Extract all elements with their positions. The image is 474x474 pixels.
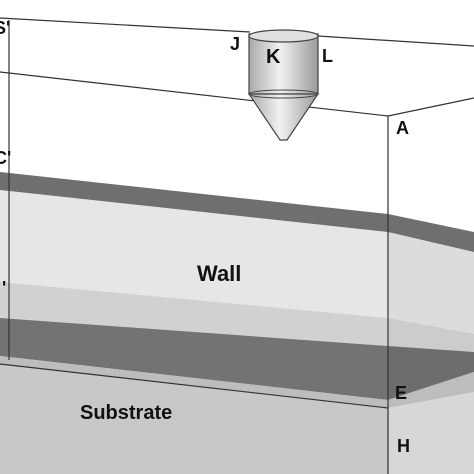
substrate-dark-band-side (388, 346, 474, 400)
nozzle-cylinder (248, 33, 319, 95)
substrate-dark-band (0, 318, 388, 400)
box-top-side-edge (387, 97, 474, 117)
point-j-label: J (230, 34, 240, 54)
substrate-side-face (388, 392, 474, 474)
nozzle-cone-ring (248, 89, 319, 99)
wall-lower-light-band-side (388, 318, 474, 352)
wall-lower-light-band (0, 282, 388, 346)
box-top-right-edge (317, 35, 474, 47)
substrate-label: Substrate (80, 402, 172, 424)
nozzle-top-ellipse (248, 29, 319, 43)
left-edge-low-label: ' (2, 278, 6, 298)
nozzle-cone (247, 93, 320, 141)
point-e-label: E (395, 383, 407, 403)
point-a-label: A (396, 118, 409, 138)
point-l-label: L (322, 46, 333, 66)
box-top-left-edge (0, 17, 251, 33)
point-k-label: K (266, 46, 281, 68)
substrate-front-face (0, 364, 388, 474)
left-edge-mid-label: C' (0, 148, 11, 168)
wall-label: Wall (197, 261, 241, 286)
point-h-label: H (397, 436, 410, 456)
left-edge-top-label: S' (0, 18, 10, 38)
wall-top-band-side (388, 214, 474, 252)
substrate-edge-line (0, 363, 389, 409)
wall-top-band (0, 172, 388, 232)
box-top-front-edge (0, 71, 389, 117)
